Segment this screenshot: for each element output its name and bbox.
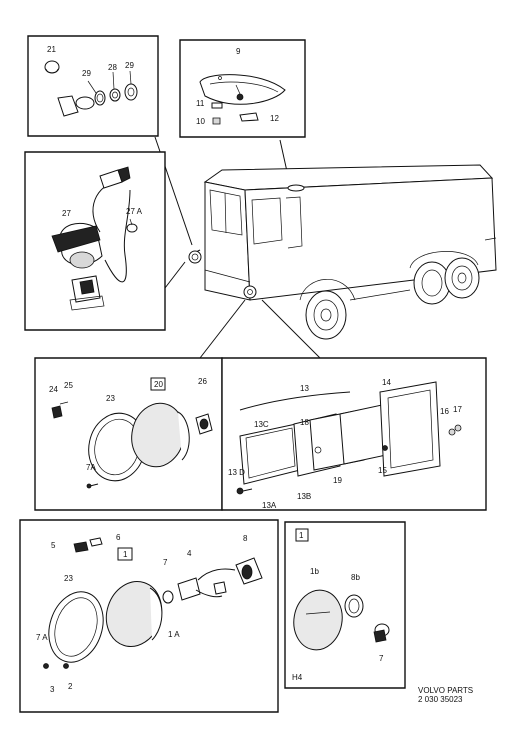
h4-label: H4 <box>292 673 303 682</box>
callout-6: 6 <box>116 533 121 542</box>
panel-h4-bulb: 1 1b 8b 7 H4 <box>284 521 406 689</box>
callout-1b: 1b <box>310 567 319 576</box>
panel-switch: 21 29 28 29 <box>27 35 159 137</box>
drawing-code: 2 030 35023 <box>418 695 463 704</box>
callout-25: 25 <box>64 381 73 390</box>
callout-7A-head: 7 A <box>36 633 48 642</box>
callout-27A: 27 A <box>126 207 143 216</box>
callout-26: 26 <box>198 377 207 386</box>
callout-13A: 13A <box>262 501 277 510</box>
callout-1-h4: 1 <box>299 531 304 540</box>
callout-10: 10 <box>196 117 205 126</box>
callout-13C: 13C <box>254 420 269 429</box>
footer: VOLVO PARTS 2 030 35023 <box>418 686 473 704</box>
callout-11: 11 <box>196 99 205 108</box>
callout-3: 3 <box>50 685 55 694</box>
callout-8a: 8 <box>243 534 248 543</box>
callout-23b: 23 <box>64 574 73 583</box>
callout-7A-fog: 7A <box>86 463 96 472</box>
callout-24: 24 <box>49 385 58 394</box>
callout-7b: 7 <box>379 654 384 663</box>
callout-27: 27 <box>62 209 71 218</box>
callout-29a: 29 <box>82 69 91 78</box>
callout-20: 20 <box>154 380 163 389</box>
callout-13D: 13 D <box>228 468 245 477</box>
callout-13: 13 <box>300 384 309 393</box>
panel-roof-lamp: 9 11 10 12 <box>179 39 306 138</box>
vehicle-illustration <box>188 164 497 340</box>
callout-14: 14 <box>382 378 391 387</box>
callout-23a: 23 <box>106 394 115 403</box>
callout-9: 9 <box>236 47 241 56</box>
callout-17: 17 <box>453 405 462 414</box>
panel-headlamp: 1 5 6 8 7 4 23 1 A 7 A 3 2 <box>19 519 279 713</box>
callout-18: 18 <box>300 418 309 427</box>
callout-12: 12 <box>270 114 279 123</box>
callout-1A: 1 A <box>168 630 180 639</box>
callout-19: 19 <box>333 476 342 485</box>
callout-5: 5 <box>51 541 56 550</box>
callout-15: 15 <box>378 466 387 475</box>
callout-2: 2 <box>68 682 73 691</box>
callout-1-headlamp: 1 <box>123 550 128 559</box>
callout-21: 21 <box>47 45 56 54</box>
callout-28: 28 <box>108 63 117 72</box>
panel-marker-lamp: 13 14 13C 18 16 17 13 D 19 15 13A 13B <box>221 357 487 511</box>
callout-7a: 7 <box>163 558 168 567</box>
panel-work-lamp: 27 27 A <box>24 151 166 331</box>
callout-16: 16 <box>440 407 449 416</box>
callout-8b: 8b <box>351 573 360 582</box>
callout-13B: 13B <box>297 492 311 501</box>
callout-4: 4 <box>187 549 192 558</box>
panel-fog-lamp: 20 24 25 23 26 7A <box>34 357 223 511</box>
brand-label: VOLVO PARTS <box>418 686 473 695</box>
callout-29b: 29 <box>125 61 134 70</box>
